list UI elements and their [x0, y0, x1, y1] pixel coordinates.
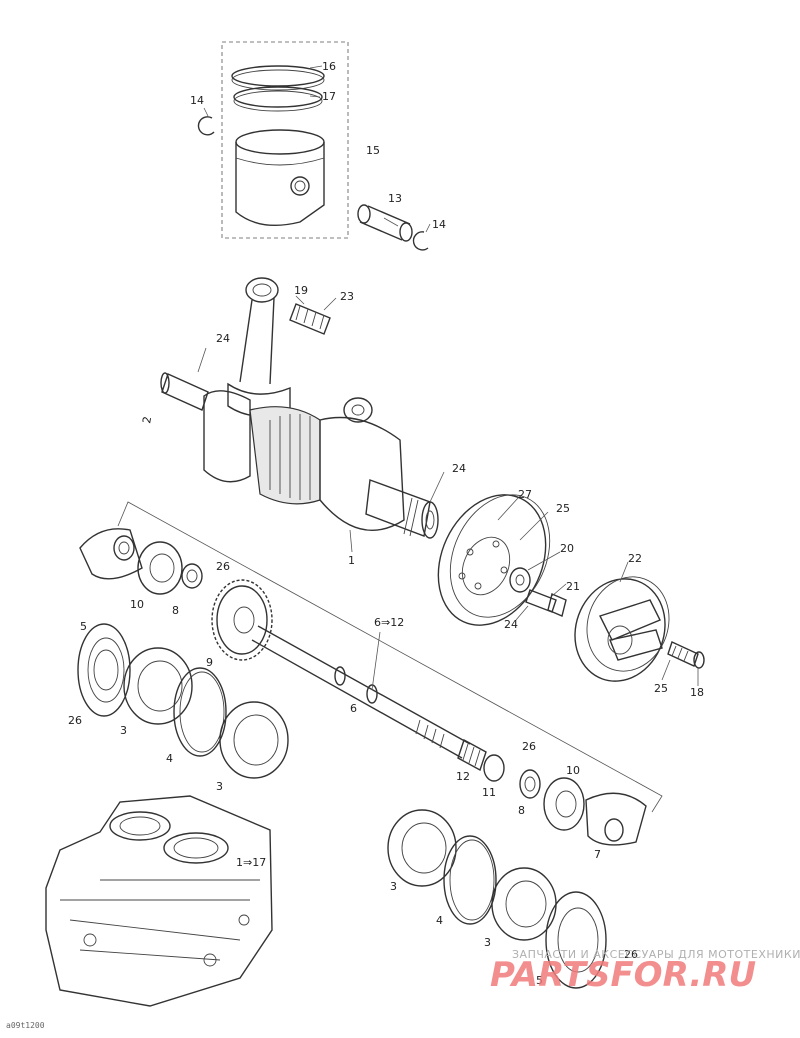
crankshaft[interactable]	[160, 372, 439, 539]
callout-24: 24	[504, 618, 518, 631]
callout-24: 24	[216, 332, 230, 345]
circlip-left[interactable]	[197, 116, 215, 136]
piston-kit-box	[221, 41, 349, 239]
callout-4: 4	[166, 752, 173, 765]
ball-bearing-10-left[interactable]	[137, 541, 183, 595]
callout-25: 25	[556, 502, 570, 515]
callout-26: 26	[522, 740, 536, 753]
callout-5: 5	[536, 974, 543, 987]
watermark: ЗАПЧАСТИ И АКСЕССУАРЫ ДЛЯ МОТОТЕХНИКИ PA…	[490, 948, 800, 995]
connecting-rod[interactable]	[227, 277, 291, 417]
callout-11: 11	[482, 786, 496, 799]
o-ring-4-right[interactable]	[443, 835, 497, 925]
callout-3: 3	[390, 880, 397, 893]
callout-10: 10	[130, 598, 144, 611]
piston-pin[interactable]	[357, 204, 413, 242]
callout-6-to-12: 6⇒12	[374, 616, 404, 629]
seal-8-left[interactable]	[181, 563, 203, 589]
figure-reference-code: a09t1200	[6, 1021, 45, 1030]
o-ring-4-left[interactable]	[173, 667, 227, 757]
callout-8: 8	[518, 804, 525, 817]
callout-7: 7	[594, 848, 601, 861]
piston-rings[interactable]	[231, 65, 325, 112]
callout-13: 13	[388, 192, 402, 205]
leader-lines	[197, 65, 699, 691]
counterweight-7[interactable]	[585, 792, 647, 846]
balance-shaft-6[interactable]	[251, 625, 471, 759]
bolt-21[interactable]	[525, 589, 567, 617]
callout-24: 24	[452, 462, 466, 475]
washer-20[interactable]	[509, 567, 531, 593]
callout-6: 6	[350, 702, 357, 715]
callout-20: 20	[560, 542, 574, 555]
circlip-right[interactable]	[412, 231, 429, 251]
callout-9: 9	[206, 656, 213, 669]
callout-18: 18	[690, 686, 704, 699]
callout-5: 5	[80, 620, 87, 633]
callout-14: 14	[190, 94, 204, 107]
callout-1-to-17: 1⇒17	[236, 856, 266, 869]
callout-16: 16	[322, 60, 336, 73]
gear-9[interactable]	[211, 579, 273, 661]
callout-21: 21	[566, 580, 580, 593]
callout-26: 26	[624, 948, 638, 961]
crankcase[interactable]	[45, 795, 273, 1007]
callout-26: 26	[216, 560, 230, 573]
callout-10: 10	[566, 764, 580, 777]
callout-25: 25	[654, 682, 668, 695]
callout-4: 4	[436, 914, 443, 927]
watermark-tagline: ЗАПЧАСТИ И АКСЕССУАРЫ ДЛЯ МОТОТЕХНИКИ	[512, 948, 800, 961]
callout-2: 2	[140, 415, 154, 424]
watermark-logo: PARTSFOR.RU	[490, 955, 756, 995]
ball-bearing-3-left-a[interactable]	[123, 647, 193, 725]
callout-19: 19	[294, 284, 308, 297]
callout-27: 27	[518, 488, 532, 501]
callout-8: 8	[172, 604, 179, 617]
ball-bearing-3-left-b[interactable]	[219, 701, 289, 779]
piston[interactable]	[235, 129, 325, 227]
callout-3: 3	[216, 780, 223, 793]
callouts: 16 17 14 15 13 14 19 23 24 2 24 1 27 25 …	[68, 60, 704, 987]
needle-bearing-12[interactable]	[457, 738, 487, 772]
callout-3: 3	[120, 724, 127, 737]
callout-1: 1	[348, 554, 355, 567]
screw-18[interactable]	[667, 641, 705, 669]
needle-bearing-19[interactable]	[289, 303, 331, 335]
callout-23: 23	[340, 290, 354, 303]
callout-17: 17	[322, 90, 336, 103]
seal-8-right[interactable]	[519, 769, 541, 799]
ball-bearing-10-right[interactable]	[543, 777, 585, 831]
counterweight-cover[interactable]	[79, 528, 143, 580]
oil-seal-5-right[interactable]	[545, 891, 607, 989]
flywheel[interactable]	[418, 477, 569, 643]
callout-26: 26	[68, 714, 82, 727]
oil-seal-5-left[interactable]	[77, 623, 131, 717]
callout-12: 12	[456, 770, 470, 783]
drive-pulley-22[interactable]	[561, 565, 682, 694]
balance-shaft-group-frame	[117, 501, 663, 813]
callout-15: 15	[366, 144, 380, 157]
callout-3: 3	[484, 936, 491, 949]
callout-14: 14	[432, 218, 446, 231]
callout-22: 22	[628, 552, 642, 565]
ring-11[interactable]	[483, 754, 505, 782]
ball-bearing-3-right-a[interactable]	[387, 809, 457, 887]
